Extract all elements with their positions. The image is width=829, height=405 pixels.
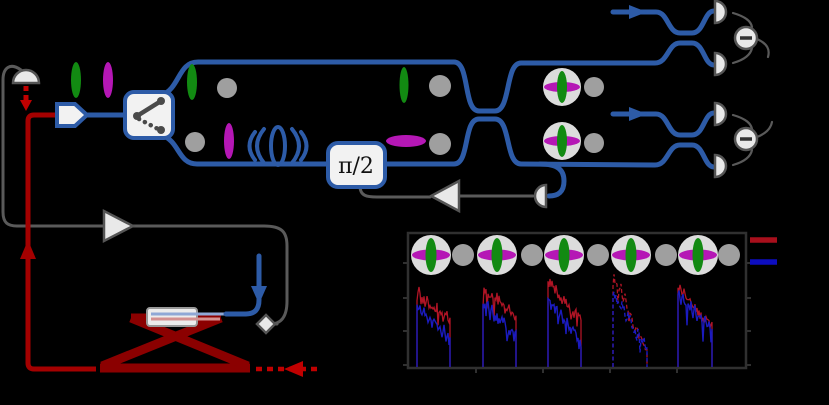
nonlinear-crystal [146, 307, 198, 327]
difference-node [733, 126, 759, 152]
hd2-output-wire [755, 120, 774, 139]
top-arm-fiber [159, 40, 717, 114]
chart-legend [750, 237, 777, 265]
tap-photodetector-icon [11, 68, 41, 85]
tap-dashed-arrow [20, 86, 32, 111]
cavity-diagonal-2 [100, 313, 223, 371]
pulse-green-toparm-icon [187, 64, 197, 100]
chart-frame [406, 231, 748, 370]
opo-cavity [100, 253, 277, 373]
squeezed-beam [20, 86, 322, 377]
vacuum-state-icon [521, 244, 543, 266]
squeezed-state-icon [477, 235, 517, 275]
hd2-det1-wire [731, 113, 754, 131]
hd2-det2-wire [731, 148, 754, 167]
homodyne-detector-icon [713, 153, 728, 179]
piezo-mirror-icon [255, 313, 277, 335]
noise-chart [403, 231, 777, 373]
homodyne-detector-icon [713, 101, 728, 127]
lock-photodiode-icon [533, 183, 548, 209]
trace [547, 296, 582, 367]
lock-tap-fiber [537, 161, 567, 199]
pulse-green-input-icon [71, 62, 81, 98]
seed-dashed-arrow [256, 361, 322, 377]
bottom-arm-fiber [159, 116, 717, 170]
vacuum-state-icon [655, 244, 677, 266]
trace [612, 274, 648, 367]
trace [612, 291, 648, 367]
squeezed-state-icon [611, 235, 651, 275]
squeezed-state-icon [543, 122, 581, 160]
lo-fiber-bottom [610, 110, 717, 138]
chart-ticks [403, 262, 751, 373]
pulse-markers [71, 62, 451, 159]
vacuum-state-icon [584, 133, 604, 153]
homodyne-detector-icon [713, 51, 728, 77]
trace [482, 300, 517, 367]
output-state-icons [543, 68, 604, 160]
pulse-magenta-bottomarm-icon [224, 123, 234, 159]
optical-switch [123, 90, 175, 140]
trace [677, 284, 713, 367]
vacuum-state-icon [587, 244, 609, 266]
phase-shifter: π/2 [326, 141, 387, 189]
optical-switch-box [123, 90, 175, 140]
lo-arrow-bottom-icon [629, 107, 647, 121]
homodyne-detector-icon [713, 0, 728, 25]
vacuum-bottomarm-icon [185, 132, 205, 152]
trace [677, 290, 713, 367]
beam-up-arrow-icon [20, 240, 36, 259]
hd1-det2-wire [731, 46, 754, 65]
phase-shifter-label: π/2 [338, 154, 374, 179]
cavity-lock-wire [131, 224, 289, 326]
lo-fiber-top [610, 8, 717, 36]
switch-icon [133, 97, 165, 134]
trace [416, 286, 451, 367]
squeezed-state-icon [678, 235, 718, 275]
fiber-coil-icon [247, 125, 309, 167]
hd1-output-wire [755, 37, 770, 59]
tap-detector-wire [1, 64, 105, 228]
vacuum-toparm-icon [217, 78, 237, 98]
vacuum-bottomarm-right-icon [429, 133, 451, 155]
difference-node [733, 25, 759, 51]
trace [416, 304, 451, 367]
chart-state-icons [411, 235, 740, 275]
vacuum-state-icon [718, 244, 740, 266]
pump-arrow [223, 253, 267, 317]
vacuum-toparm-right-icon [429, 75, 451, 97]
squeezed-state-icon [544, 235, 584, 275]
phase-shifter-box [326, 141, 387, 189]
components: π/2 [11, 0, 759, 244]
pulse-magenta-input-icon [103, 62, 113, 98]
pulse-magenta-squeezed-icon [386, 135, 426, 147]
beam-path [25, 112, 96, 372]
squeezed-state-icon [543, 68, 581, 106]
squeezed-state-icon [411, 235, 451, 275]
vacuum-state-icon [584, 77, 604, 97]
input-coupler-pentagon [55, 102, 90, 128]
trace [547, 278, 582, 367]
vacuum-state-icon [452, 244, 474, 266]
hd1-det1-wire [731, 11, 754, 29]
trace [482, 287, 517, 367]
noise-traces [416, 274, 713, 367]
lo-arrow-top-icon [629, 5, 647, 19]
pulse-green-toparm-right-icon [399, 67, 409, 103]
servo-amplifier-icon [102, 208, 136, 244]
feedback-amplifier-icon [428, 178, 461, 214]
fiber-network [83, 5, 717, 199]
